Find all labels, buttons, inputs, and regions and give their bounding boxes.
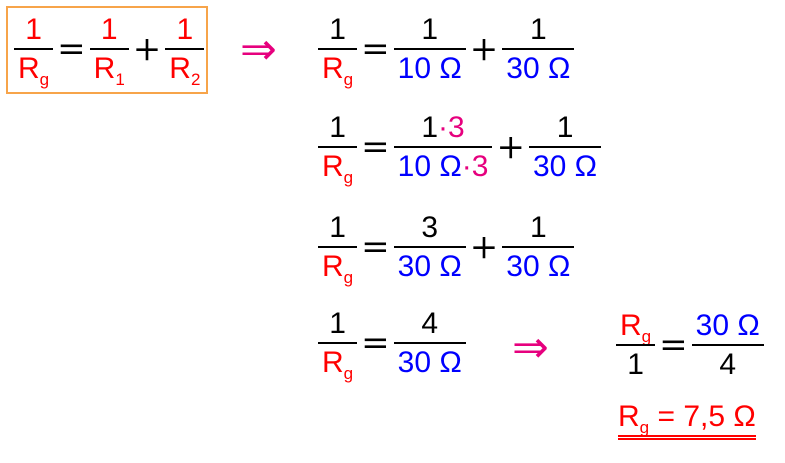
step-3-term-2: 1 30 Ω [502,212,575,282]
implies-arrow-1: ⇒ [240,24,277,75]
step-2-term-2: 1 30 Ω [528,112,602,182]
step-3: 1 Rg = 3 30 Ω + 1 30 Ω [318,212,575,286]
step-2-term-1: 1·3 10 Ω·3 [393,112,493,182]
fraction-1-over-rg: 1 Rg [14,14,54,88]
step-4: 1 Rg = 4 30 Ω [318,308,466,382]
plus-sign: + [132,29,162,69]
step-1-lhs: 1 Rg [318,14,358,88]
step-1: 1 Rg = 1 10 Ω + 1 30 Ω [318,14,575,88]
fraction-1-over-r1: 1 R1 [89,14,129,88]
step-1-term-2: 1 30 Ω [502,14,575,84]
final-answer: Rg = 7,5 Ω [618,402,756,440]
formula-box [6,6,208,94]
step-3-lhs: 1 Rg [318,212,358,286]
equals-sign: = [57,29,86,69]
result-equation: Rg 1 = 30 Ω 4 [616,310,764,380]
step-1-term-1: 1 10 Ω [393,14,466,84]
fraction-1-over-r2: 1 R2 [165,14,205,88]
step-2: 1 Rg = 1·3 10 Ω·3 + 1 30 Ω [318,112,602,186]
result-rhs: 30 Ω 4 [691,310,764,380]
step-2-lhs: 1 Rg [318,112,358,186]
implies-arrow-2: ⇒ [512,322,549,373]
step-3-term-1: 3 30 Ω [393,212,466,282]
parallel-formula: 1 Rg = 1 R1 + 1 R2 [14,14,205,88]
step-4-lhs: 1 Rg [318,308,358,382]
result-lhs: Rg 1 [616,310,656,380]
step-4-term: 4 30 Ω [393,308,466,378]
